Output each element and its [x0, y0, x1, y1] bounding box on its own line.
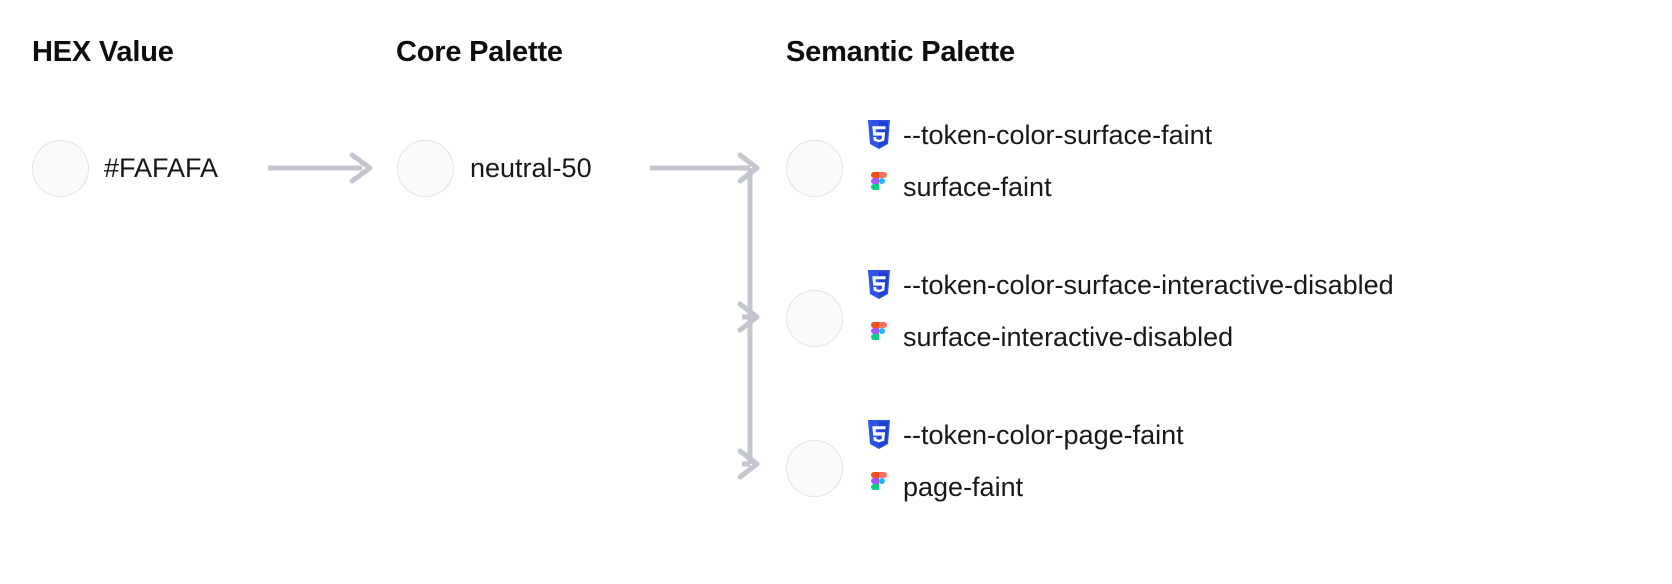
css-variable-name: --token-color-surface-interactive-disabl…: [903, 269, 1394, 300]
color-swatch-core: [397, 140, 454, 197]
color-swatch-hex: [32, 140, 89, 197]
semantic-token-row: --token-color-surface-interactive-disabl…: [866, 268, 1394, 354]
figma-token-line: surface-faint: [866, 170, 1212, 204]
figma-icon: [866, 172, 892, 202]
css-token-line: --token-color-surface-interactive-disabl…: [866, 268, 1394, 302]
column-heading-semantic-palette: Semantic Palette: [786, 36, 1015, 68]
css-variable-name: --token-color-page-faint: [903, 419, 1184, 450]
css-variable-name: --token-color-surface-faint: [903, 119, 1213, 150]
css-token-line: --token-color-page-faint: [866, 418, 1184, 452]
color-swatch-semantic-2: [786, 440, 843, 497]
figma-token-line: page-faint: [866, 470, 1184, 504]
figma-icon: [866, 322, 892, 352]
color-swatch-semantic-0: [786, 140, 843, 197]
branching-arrow-icon: [650, 152, 760, 480]
core-palette-label: neutral-50: [470, 153, 592, 183]
figma-icon: [866, 472, 892, 502]
figma-token-name: surface-faint: [903, 171, 1052, 202]
color-swatch-semantic-1: [786, 290, 843, 347]
css3-icon: [866, 120, 892, 150]
column-heading-hex-value: HEX Value: [32, 36, 174, 68]
figma-token-name: page-faint: [903, 471, 1024, 502]
figma-token-name: surface-interactive-disabled: [903, 321, 1234, 352]
semantic-token-row: --token-color-surface-faint surface-fain…: [866, 118, 1212, 204]
figma-token-line: surface-interactive-disabled: [866, 320, 1394, 354]
hex-value-label: #FAFAFA: [104, 153, 219, 183]
semantic-token-row: --token-color-page-faint page-faint: [866, 418, 1184, 504]
css3-icon: [866, 420, 892, 450]
column-heading-core-palette: Core Palette: [396, 36, 563, 68]
css-token-line: --token-color-surface-faint: [866, 118, 1212, 152]
arrow-right-icon: [268, 152, 373, 184]
css3-icon: [866, 270, 892, 300]
